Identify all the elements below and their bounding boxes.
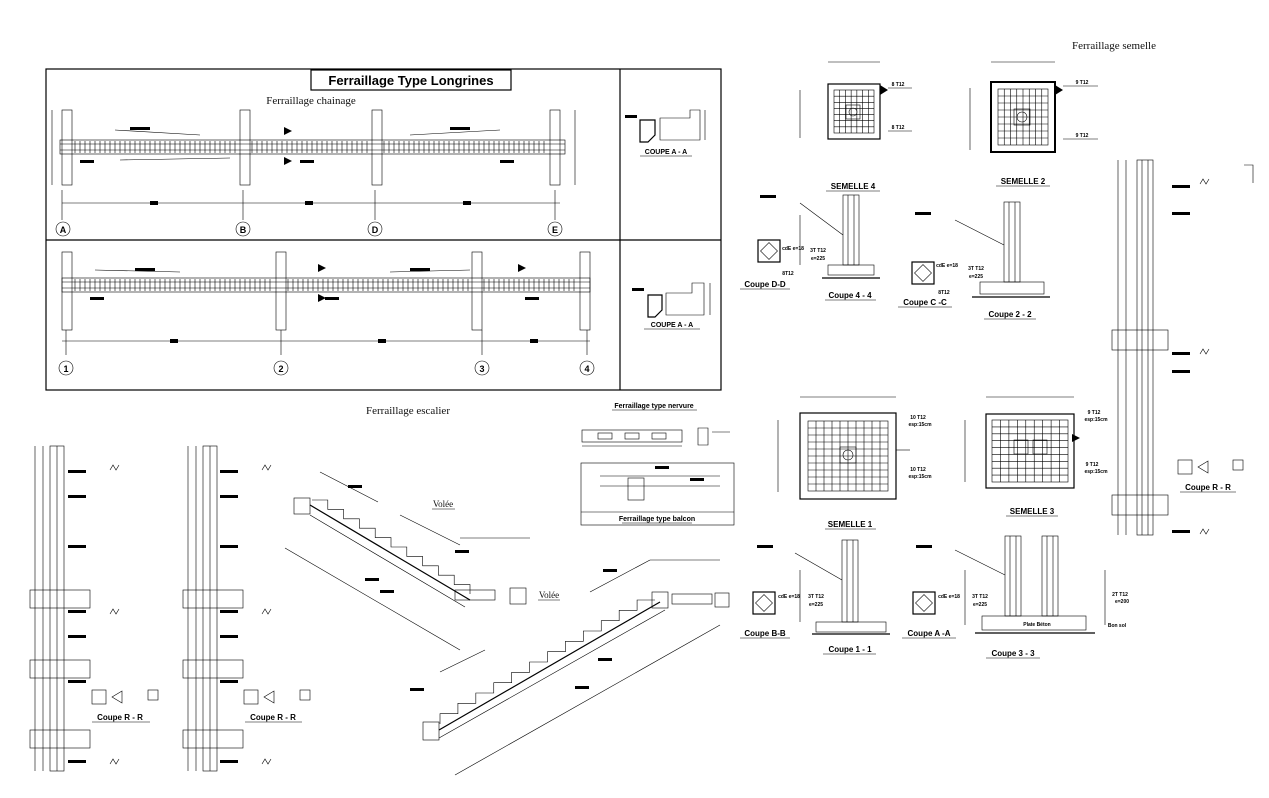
s1-bot-sub: esp:15cm [908, 474, 932, 480]
coupe-aa-bottom: COUPE A - A [632, 282, 711, 330]
coupe-dd-label: Coupe D-D [744, 280, 786, 289]
semelle-2-plan: 9 T12 9 T12 SEMELLE 2 [969, 61, 1098, 187]
c33-right-note: 2T T12 [1112, 592, 1128, 598]
cc-stirrup-note: cdE e=18 [936, 263, 958, 269]
semelle-3-plan: 9 T12 esp:15cm 9 T12 esp:15cm SEMELLE 3 [964, 396, 1108, 517]
s3-top-sub: esp:15cm [1084, 417, 1108, 423]
stair-wall-section-2: Coupe R - R [182, 445, 311, 772]
axis-2: 2 [278, 364, 283, 374]
volee-label-1: Volée [433, 499, 453, 509]
coupe-11-label: Coupe 1 - 1 [828, 645, 872, 654]
coupe-44: 3T T12 e=225 Coupe 4 - 4 [760, 194, 880, 301]
coupe-dd: cdE e=18 8T12 Coupe D-D [740, 239, 804, 290]
s1-bot-note: 10 T12 [910, 467, 926, 473]
c33-beton-note: Plate Béton [1023, 622, 1051, 628]
coupe-rr-label-2: Coupe R - R [250, 713, 296, 722]
semelle-3-label: SEMELLE 3 [1010, 507, 1055, 516]
s2-bot-note: 9 T12 [1076, 133, 1089, 139]
coupe-22: 3T T12 e=225 Coupe 2 - 2 [915, 201, 1050, 320]
semelle-4-plan: 8 T12 8 T12 SEMELLE 4 [799, 61, 912, 192]
dd-8t12-note: 8T12 [782, 271, 794, 277]
coupe-11: 3T T12 e=225 Coupe 1 - 1 [757, 539, 890, 655]
semelle-4-label: SEMELLE 4 [831, 182, 876, 191]
axis-b: B [240, 225, 247, 235]
axis-3: 3 [479, 364, 484, 374]
balcon-title: Ferraillage type balcon [619, 516, 695, 523]
s3-top-note: 9 T12 [1088, 410, 1101, 416]
stair-flight-1: Volée [284, 471, 530, 651]
coupe-22-label: Coupe 2 - 2 [988, 310, 1032, 319]
volee-label-2: Volée [539, 590, 559, 600]
cc-8t12-note: 8T12 [938, 290, 950, 296]
c22-e-note: e=225 [969, 274, 983, 280]
coupe-rr-label-1: Coupe R - R [97, 713, 143, 722]
coupe-aa-label-2: COUPE A - A [651, 322, 693, 329]
s1-top-sub: esp:15cm [908, 422, 932, 428]
bb-stirrup-note: cdE e=18 [778, 594, 800, 600]
axis-4: 4 [584, 364, 589, 374]
s2-top-note: 9 T12 [1076, 80, 1089, 86]
s3-bot-note: 9 T12 [1086, 462, 1099, 468]
axis-1: 1 [63, 364, 68, 374]
coupe-aa-footing: cdE e=18 Coupe A -A [902, 591, 960, 639]
coupe-aa-top: COUPE A - A [625, 109, 706, 157]
nervure-detail: Ferraillage type nervure [581, 403, 730, 447]
coupe-33: 3T T12 e=225 2T T12 e=200 Plate Béton Bo… [916, 535, 1129, 659]
c44-3t-note: 3T T12 [810, 248, 826, 254]
nervure-title: Ferraillage type nervure [614, 403, 693, 410]
axis-bubbles-top: A B D E [55, 221, 563, 237]
chainage-title: Ferraillage chainage [266, 95, 356, 107]
escalier-title: Ferraillage escalier [366, 405, 450, 417]
c33-3t-note: 3T T12 [972, 594, 988, 600]
semelle-1-plan: 10 T12 esp:15cm 10 T12 esp:15cm SEMELLE … [777, 396, 932, 530]
coupe-aa-footing-label: Coupe A -A [908, 629, 951, 638]
semelle-2-label: SEMELLE 2 [1001, 177, 1046, 186]
coupe-cc: cdE e=18 8T12 Coupe C -C [898, 261, 958, 308]
c11-e-note: e=225 [809, 602, 823, 608]
c22-3t-note: 3T T12 [968, 266, 984, 272]
axis-a: A [60, 225, 67, 235]
c44-e-note: e=225 [811, 256, 825, 262]
s3-bot-sub: esp:15cm [1084, 469, 1108, 475]
s1-top-note: 10 T12 [910, 415, 926, 421]
chainage-beam-bottom [61, 251, 591, 355]
dd-stirrup-note: cdE e=18 [782, 246, 804, 252]
coupe-bb-label: Coupe B-B [744, 629, 786, 638]
c33-e-note: e=225 [973, 602, 987, 608]
coupe-aa-label-1: COUPE A - A [645, 149, 687, 156]
stair-wall-section-1: Coupe R - R [29, 445, 159, 772]
tall-column-section: Coupe R - R [1111, 159, 1254, 536]
longrines-frame [45, 68, 722, 391]
coupe-33-label: Coupe 3 - 3 [991, 649, 1035, 658]
s4-bot-note: 8 T12 [892, 125, 905, 131]
coupe-bb: cdE e=18 Coupe B-B [740, 591, 800, 639]
coupe-44-label: Coupe 4 - 4 [828, 291, 872, 300]
c11-3t-note: 3T T12 [808, 594, 824, 600]
coupe-cc-label: Coupe C -C [903, 298, 947, 307]
balcon-detail: Ferraillage type balcon [580, 462, 735, 526]
longrines-title: Ferraillage Type Longrines [328, 73, 493, 88]
coupe-rr-label-3: Coupe R - R [1185, 483, 1231, 492]
c33-bonsol-note: Bon sol [1108, 623, 1127, 629]
stair-flight-2: Volée [410, 559, 730, 776]
longrines-title-box: Ferraillage Type Longrines [310, 69, 512, 91]
semelle-title: Ferraillage semelle [1072, 40, 1156, 52]
axis-d: D [372, 225, 379, 235]
axis-e: E [552, 225, 558, 235]
semelle-1-label: SEMELLE 1 [828, 520, 873, 529]
chainage-beam-top [51, 109, 576, 220]
c33-right-sub: e=200 [1115, 599, 1129, 605]
aa-stirrup-note: cdE e=18 [938, 594, 960, 600]
axis-bubbles-bottom: 1 2 3 4 [58, 360, 595, 376]
s4-top-note: 8 T12 [892, 82, 905, 88]
